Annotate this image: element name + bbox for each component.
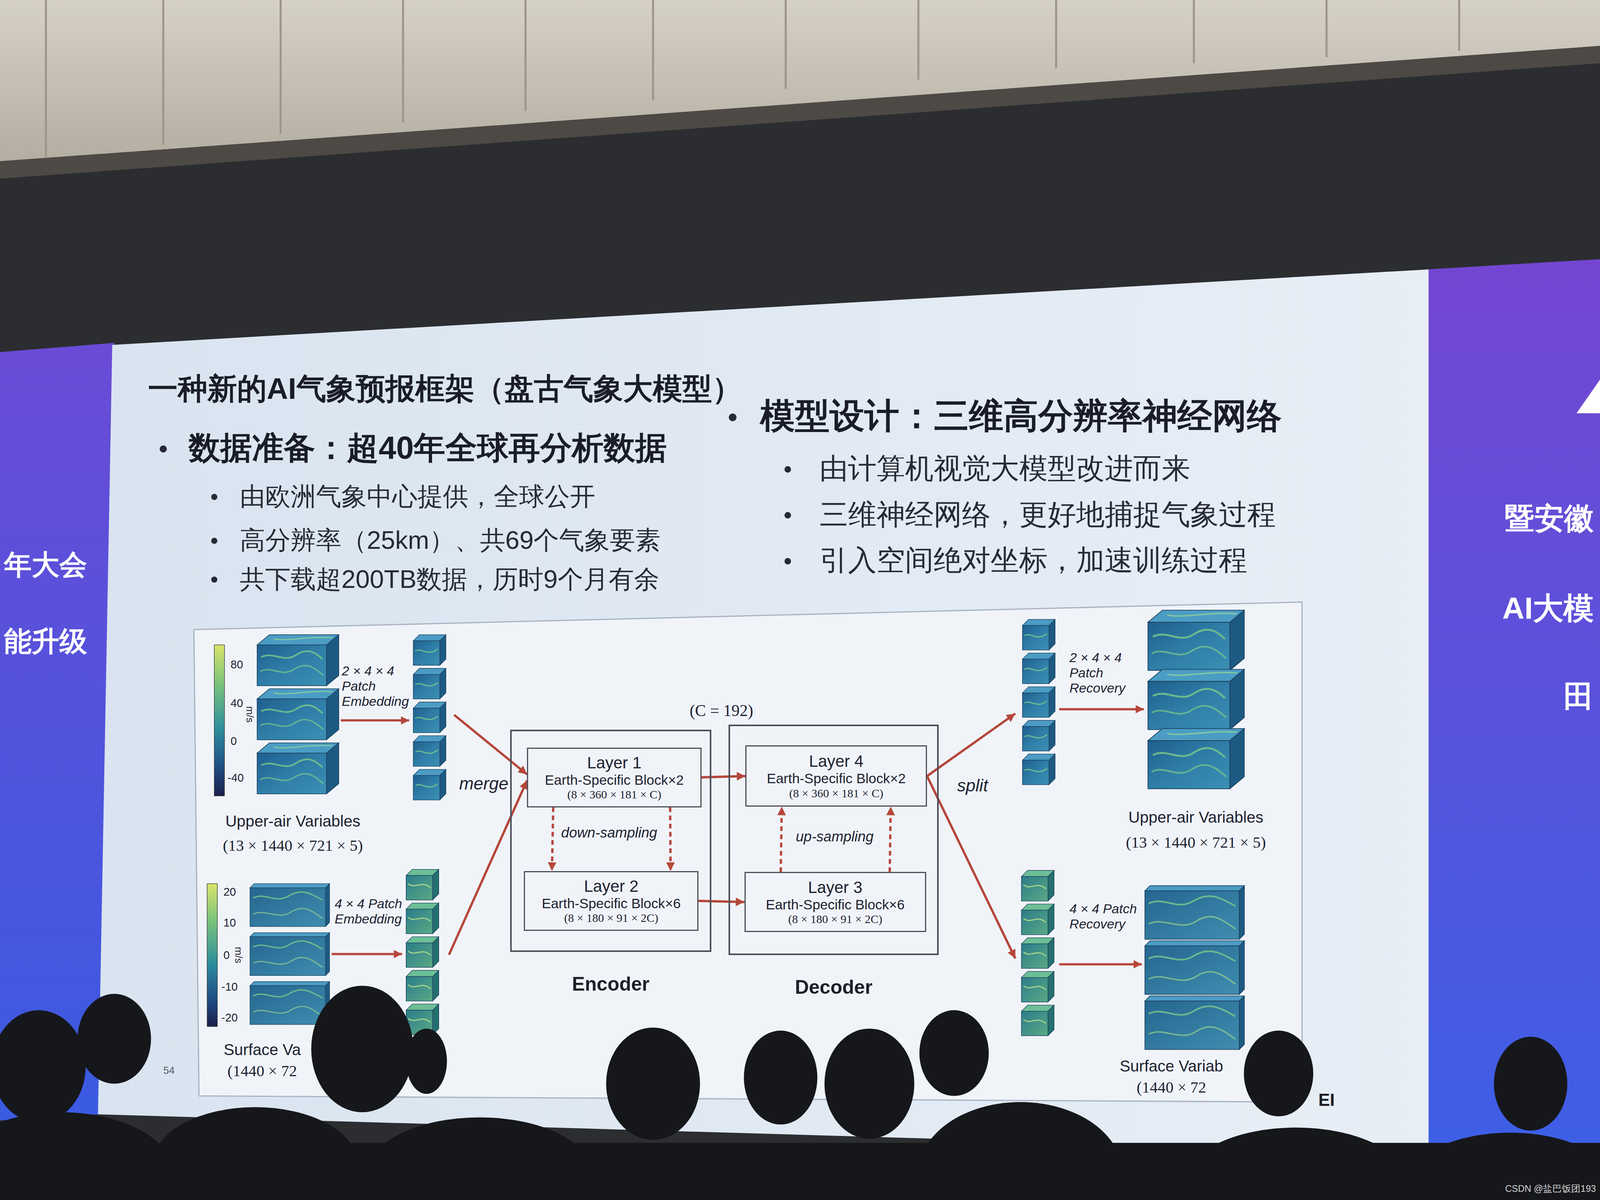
tick-label: 80 [230,658,243,672]
field-cubes [250,610,1245,1050]
flow-label: merge [459,773,509,794]
flow-label: down-sampling [561,824,658,842]
flow-arrow [453,714,527,775]
banner-text: 年大会 [3,548,88,581]
unit-label: m/s [232,946,245,964]
color-bars [207,644,225,1027]
flow-label: split [957,775,988,796]
flow-arrow [780,806,783,872]
side-screens [0,259,1600,1156]
tick-label: -40 [227,771,245,785]
page-number: 54 [163,1064,175,1077]
tick-label: 40 [230,696,243,710]
bullet-item: 三维神经网络，更好地捕捉气象过程 [819,498,1276,531]
patch-arrows [331,709,1144,965]
bullet-item: 高分辨率（25km）、共69个气象要素 [239,525,661,555]
flow-arrow [670,807,671,872]
node-title: Layer 4 [808,751,864,771]
patch-label: 2 × 4 × 4 Patch Recovery [1069,650,1143,696]
encoder-frame: EncoderLayer 1Earth-Specific Block×2(8 ×… [510,729,712,952]
layer-box: Layer 4Earth-Specific Block×2(8 × 360 × … [745,745,927,807]
node-detail: (8 × 180 × 91 × 2C) [788,912,883,927]
section-heading: 模型设计：三维高分辨率神经网络 [760,396,1282,436]
layer-box: Layer 3Earth-Specific Block×6(8 × 180 × … [744,871,927,933]
node-detail: Earth-Specific Block×6 [765,896,905,913]
layer-box: Layer 1Earth-Specific Block×2(8 × 360 × … [526,747,702,808]
tick-label: -10 [221,980,238,994]
banner-text: 田 [1563,678,1594,714]
node-title: Layer 1 [587,753,642,773]
watermark: CSDN @盐巴饭团193 [1505,1183,1596,1195]
node-detail: (8 × 180 × 91 × 2C) [564,911,659,925]
channel-label: (C = 192) [689,701,754,720]
slide [98,269,1429,1154]
node-detail: (1440 × 72 [1136,1078,1207,1097]
bullet-item: 由计算机视觉大模型改进而来 [819,451,1191,485]
node-detail: (8 × 360 × 181 × C) [567,787,662,802]
flow-arrow [551,807,554,872]
slide-title: 一种新的AI气象预报框架（盘古气象大模型） [148,371,742,406]
bullet-dots [159,413,792,583]
bullet-item: 共下载超200TB数据，历时9个月有余 [239,564,660,594]
node-detail: (1440 × 72 [227,1062,297,1081]
node-detail: Earth-Specific Block×2 [766,770,906,787]
block-heading: Encoder [571,973,650,996]
variable-group: Upper-air Variables (13 × 1440 × 721 × 5) [209,624,455,863]
block-heading: Decoder [794,976,873,999]
node-title: Surface Va [223,1040,301,1059]
node-detail: Earth-Specific Block×2 [544,772,684,789]
flow-label: up-sampling [795,828,874,845]
node-detail: (8 × 360 × 181 × C) [789,786,884,801]
flow-arrow [698,900,745,902]
section-heading: 数据准备：超40年全球再分析数据 [188,429,667,467]
node-title: Layer 2 [583,876,639,896]
flow-arrow [926,713,1016,777]
tick-label: 10 [223,916,236,930]
flow-arrow [889,806,892,872]
variable-group: Surface Va (1440 × 72 [203,865,449,1084]
bullet-item: 引入空间绝对坐标，加速训练过程 [819,543,1248,577]
logo-fragment: EI [1318,1089,1335,1110]
flow-arrow [448,780,527,956]
patch-label: 4 × 4 Patch Recovery [1069,901,1143,932]
node-title: Surface Variab [1119,1057,1224,1076]
layer-box: Layer 2Earth-Specific Block×6(8 × 180 × … [523,871,699,931]
audience [0,985,1600,1200]
node-title: Upper-air Variables [225,812,361,831]
patch-label: 4 × 4 Patch Embedding [334,896,409,927]
bullet-item: 由欧洲气象中心提供，全球公开 [239,481,596,511]
node-detail: (13 × 1440 × 721 × 5) [222,836,363,856]
node-detail: (13 × 1440 × 721 × 5) [1125,833,1266,852]
node-detail: Earth-Specific Block×6 [541,895,681,912]
tick-label: 20 [223,885,236,899]
flow-arrow [926,776,1016,959]
banner-text: 暨安徽 [1504,501,1594,536]
node-title: Upper-air Variables [1128,808,1264,827]
variable-group: Upper-air Variables (13 × 1440 × 721 × 5) [1015,610,1276,863]
unit-label: m/s [244,706,256,723]
patch-label: 2 × 4 × 4 Patch Embedding [341,663,416,709]
tick-label: 0 [230,734,237,748]
banner-text: 能升级 [3,625,88,658]
banner-text: AI大模 [1502,590,1594,626]
tick-label: 0 [223,948,230,962]
node-title: Layer 3 [808,878,863,897]
tick-label: -20 [221,1011,238,1025]
flow-arrow [701,776,746,778]
